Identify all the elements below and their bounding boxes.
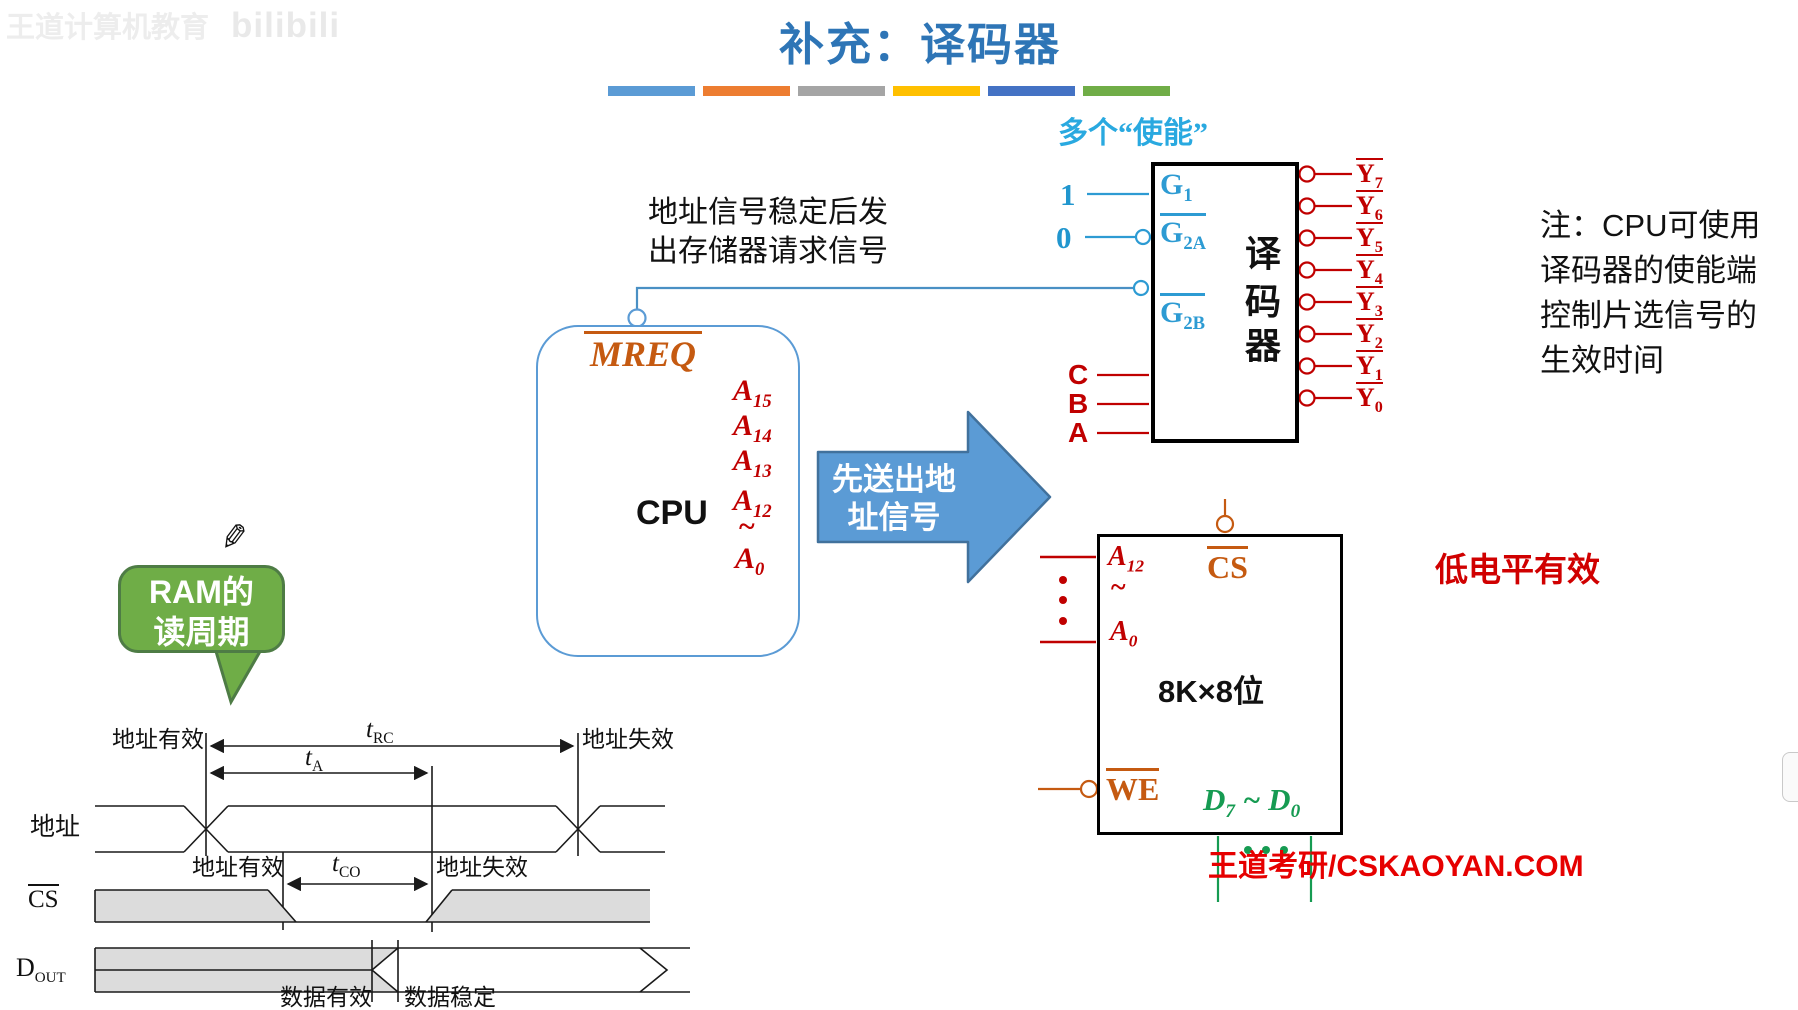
cpu-box <box>536 325 800 657</box>
decoder-g2a-label: G2A <box>1160 213 1207 254</box>
arrow-text-line1: 先送出地 <box>832 462 956 497</box>
g2a-bubble-icon <box>1134 228 1152 246</box>
decoder-output-pins <box>1298 165 1352 407</box>
cpu-addr-a13: A13 <box>733 444 772 482</box>
decoder-g2b-label: G2B <box>1160 293 1206 334</box>
memory-cs-pin <box>1215 499 1235 534</box>
dout-waveform <box>94 940 690 1002</box>
accent-bar-5 <box>988 86 1075 96</box>
accent-bar-1 <box>608 86 695 96</box>
output-y2: Y2 <box>1356 318 1383 353</box>
block-arrow-shape <box>816 410 1052 584</box>
select-input-b: B <box>1068 388 1089 419</box>
timing-cs-invalid-label: 地址失效 <box>436 855 528 880</box>
timing-row-cs-label: CS <box>28 884 59 913</box>
mreq-wire <box>627 279 1150 328</box>
cpu-label: CPU <box>636 494 708 532</box>
cpu-addr-a12: A12 <box>733 484 772 522</box>
data-pins-label: D7 ~ D0 <box>1203 782 1301 823</box>
decoder-name-char-2: 码 <box>1245 281 1282 322</box>
select-input-c: C <box>1068 359 1089 390</box>
brand-watermark: 王道计算机教育 <box>6 12 210 44</box>
cpu-addr-tilde: ~ <box>738 510 756 543</box>
multiple-enables-caption: 多个“使能” <box>1058 117 1208 150</box>
output-y1: Y1 <box>1356 350 1383 385</box>
output-y4: Y4 <box>1356 254 1383 289</box>
timing-data-valid-label: 数据有效 <box>280 985 372 1010</box>
cpu-mreq-bubble-icon <box>627 308 647 328</box>
cs-waveform <box>94 889 650 923</box>
memory-address-pins <box>1040 555 1096 644</box>
we-pin-label: WE <box>1106 768 1160 805</box>
output-y0: Y0 <box>1356 382 1383 417</box>
accent-bar-2 <box>703 86 790 96</box>
address-waveform <box>95 805 665 853</box>
footer-brand: 王道考研/CSKAOYAN.COM <box>1208 850 1584 883</box>
decoder-select-pins <box>1097 373 1149 435</box>
accent-bar-3 <box>798 86 885 96</box>
decoder-name-char-3: 器 <box>1245 325 1282 366</box>
timing-row-addr-label: 地址 <box>30 814 81 841</box>
cs-bubble-icon <box>1215 514 1235 534</box>
timing-addr-valid-label: 地址有效 <box>112 727 204 752</box>
decoder-box <box>1151 162 1299 443</box>
we-bubble-icon <box>1079 779 1099 799</box>
memory-chip-box <box>1097 534 1343 835</box>
output-y3: Y3 <box>1356 286 1383 321</box>
mem-addr-tilde: ~ <box>1110 572 1126 603</box>
t-a-label: tA <box>305 744 324 775</box>
mem-addr-a0: A0 <box>1110 616 1138 651</box>
decoder-g1-label: G1 <box>1160 168 1193 206</box>
output-y5: Y5 <box>1356 222 1383 257</box>
decoder-enable-pins <box>1085 192 1152 246</box>
active-low-label: 低电平有效 <box>1435 553 1600 589</box>
enable-value-0: 0 <box>1056 220 1072 255</box>
timing-row-dout-label: DOUT <box>16 953 66 987</box>
memory-size-label: 8K×8位 <box>1158 674 1264 709</box>
select-input-a: A <box>1068 417 1089 448</box>
memory-we-pin <box>1038 779 1099 799</box>
t-co-label: tCO <box>332 850 361 881</box>
player-edge-widget[interactable] <box>1782 752 1798 802</box>
timing-data-stable-label: 数据稳定 <box>404 985 496 1010</box>
cpu-addr-a14: A14 <box>733 409 772 447</box>
output-y6: Y6 <box>1356 190 1383 225</box>
timing-diagram <box>94 733 690 1002</box>
cpu-addr-a15: A15 <box>733 374 772 412</box>
accent-bar-4 <box>893 86 980 96</box>
arrow-text-line2: 址信号 <box>847 500 941 535</box>
enable-value-1: 1 <box>1060 177 1076 212</box>
accent-bar-6 <box>1083 86 1170 96</box>
pencil-cursor-icon: ✎ <box>217 517 252 559</box>
t-rc-label: tRC <box>366 716 394 747</box>
note-text: 注：CPU可使用 译码器的使能端 控制片选信号的 生效时间 <box>1540 208 1761 378</box>
timing-addr-invalid-label: 地址失效 <box>582 727 674 752</box>
mem-addr-a12: A12 <box>1108 541 1145 576</box>
callout-tail <box>212 646 265 706</box>
output-y7: Y7 <box>1356 158 1383 193</box>
video-watermark: 王道计算机教育 bilibili <box>6 4 340 46</box>
timing-cs-valid-label: 地址有效 <box>192 855 284 880</box>
cpu-addr-a0: A0 <box>735 542 765 580</box>
page-title: 补充：译码器 <box>778 20 1061 70</box>
decoder-name-char-1: 译 <box>1245 233 1282 274</box>
mreq-annotation: 地址信号稳定后发 出存储器请求信号 <box>648 196 888 268</box>
cs-pin-label: CS <box>1207 546 1248 583</box>
ram-read-cycle-callout: RAM的 读周期 <box>118 565 285 653</box>
g2b-bubble-icon <box>1132 279 1150 297</box>
bilibili-logo: bilibili <box>231 6 341 45</box>
mreq-signal-label: MREQ <box>584 331 703 372</box>
